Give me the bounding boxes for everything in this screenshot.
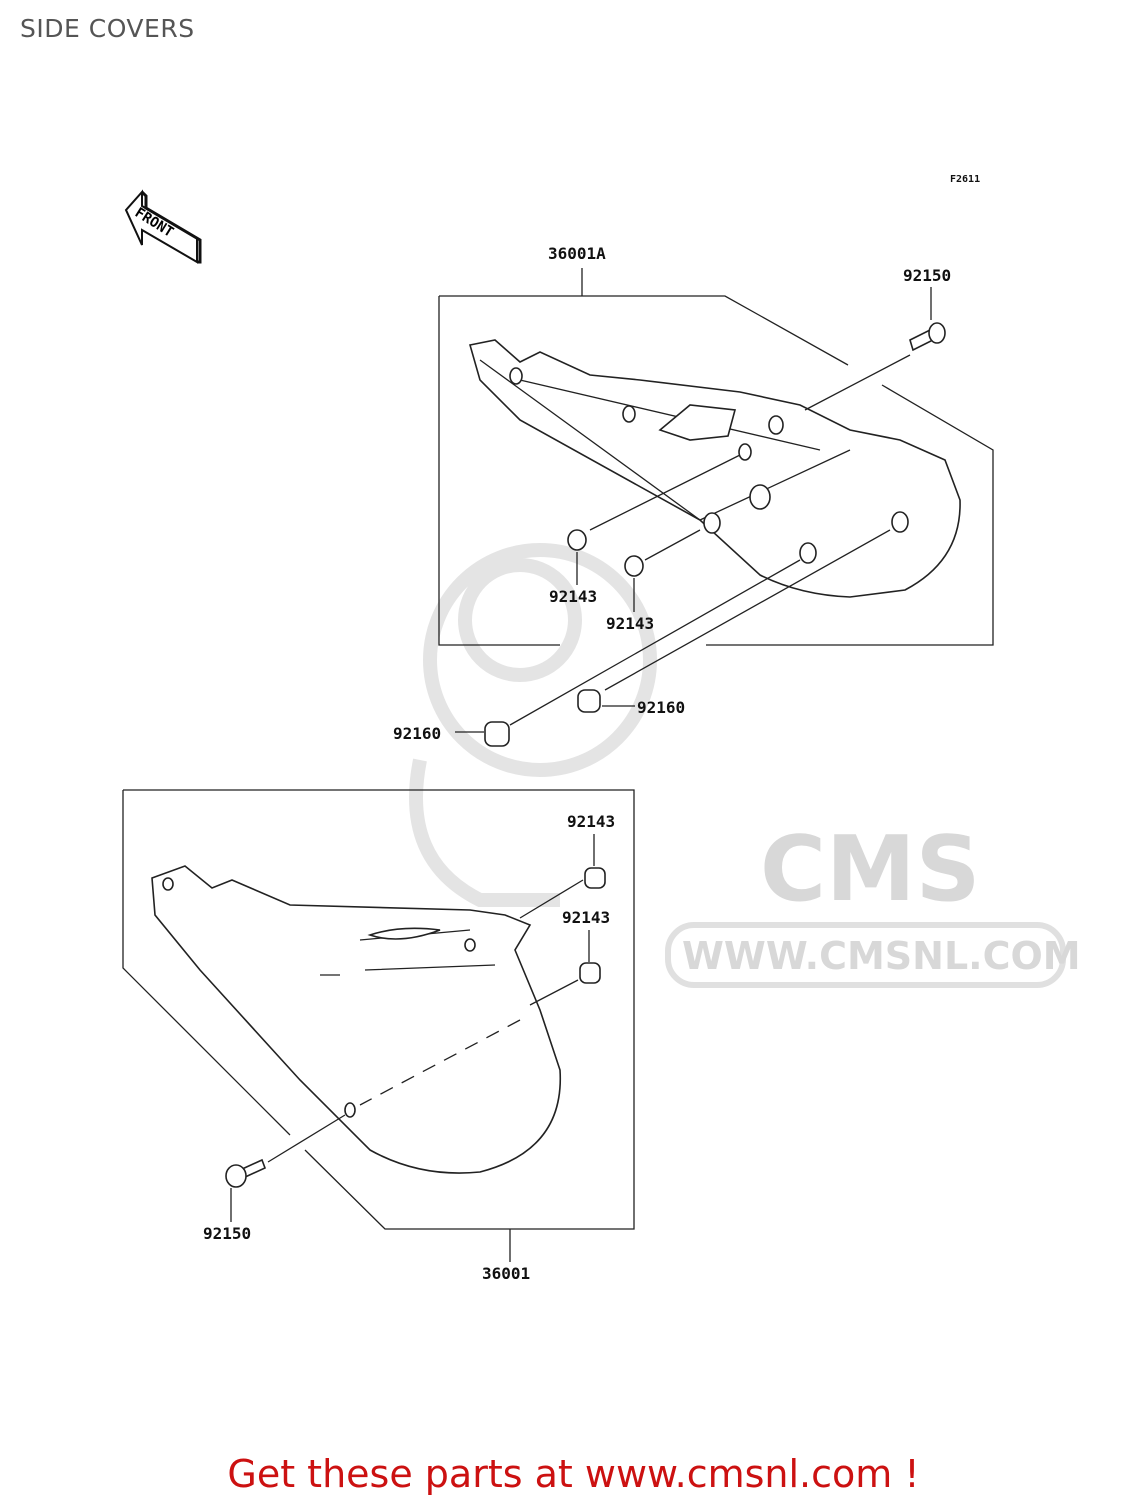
label-92160-right: 92160 [637, 698, 685, 717]
lower-assembly-frame [122, 789, 635, 1262]
label-92160-left: 92160 [393, 724, 441, 743]
bolt-lower-icon [225, 1114, 346, 1222]
figure-code: F2611 [950, 174, 980, 185]
washer-upper-2-icon [624, 555, 644, 577]
watermark-url: WWW.CMSNL.COM [682, 934, 1081, 978]
label-92143-upper-1: 92143 [549, 587, 597, 606]
label-36001A: 36001A [548, 244, 606, 263]
bolt-upper-icon [804, 287, 946, 411]
watermark-logo: CMS [760, 817, 980, 922]
washer-lower-2-icon [579, 962, 601, 984]
side-cover-upper [468, 339, 961, 598]
label-92150-upper: 92150 [903, 266, 951, 285]
watermark-text: CMS WWW.CMSNL.COM [665, 817, 1081, 988]
footer-link[interactable]: Get these parts at www.cmsnl.com ! [227, 1452, 920, 1496]
label-92150-lower: 92150 [203, 1224, 251, 1243]
grommet-left-icon [484, 721, 510, 747]
upper-assembly-frame [438, 268, 994, 646]
page-title: SIDE COVERS [20, 14, 195, 43]
grommet-right-icon [577, 689, 601, 713]
label-92143-lower-1: 92143 [567, 812, 615, 831]
side-cover-lower [151, 865, 562, 1174]
label-36001: 36001 [482, 1264, 530, 1283]
front-direction-arrow-icon: FRONT [124, 189, 202, 264]
watermark [409, 543, 657, 907]
label-92143-lower-2: 92143 [562, 908, 610, 927]
washer-upper-1-icon [567, 529, 587, 551]
label-92143-upper-2: 92143 [606, 614, 654, 633]
washer-lower-1-icon [584, 867, 606, 889]
